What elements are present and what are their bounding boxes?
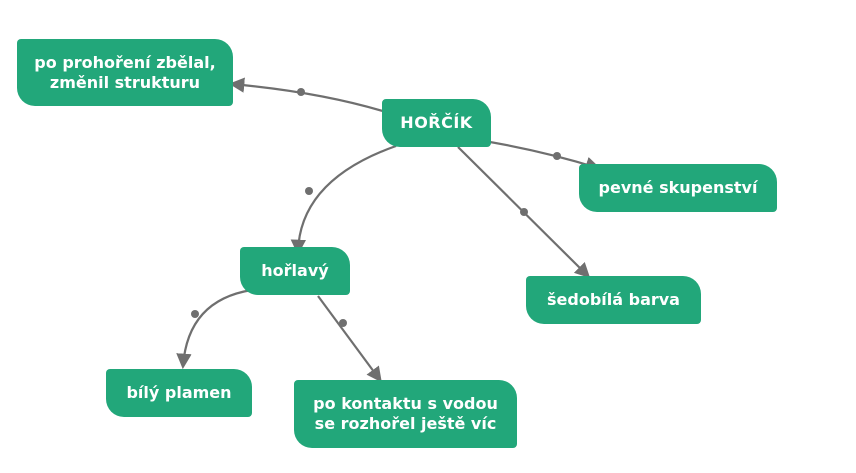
edge-dot-root-grayish (520, 208, 528, 216)
edge-dot-flammable-white-flame (191, 310, 199, 318)
edge-dot-flammable-water-contact (339, 319, 347, 327)
node-burned-changed-structure[interactable]: po prohoření zbělal, změnil strukturu (17, 39, 233, 106)
edge-flammable-to-water-contact (317, 295, 382, 383)
edge-dot-root-flammable (305, 187, 313, 195)
edge-dot-root-solid (553, 152, 561, 160)
node-root-magnesium[interactable]: HOŘČÍK (382, 99, 491, 147)
edge-root-to-burned (228, 77, 387, 114)
node-grayish-white-color[interactable]: šedobílá barva (526, 276, 701, 324)
edge-flammable-to-white-flame (176, 288, 253, 370)
node-flammable[interactable]: hořlavý (240, 247, 350, 295)
node-solid-state[interactable]: pevné skupenství (579, 164, 777, 212)
node-water-contact[interactable]: po kontaktu s vodou se rozhořel ještě ví… (294, 380, 517, 448)
edge-root-to-flammable (290, 144, 397, 256)
node-white-flame[interactable]: bílý plamen (106, 369, 252, 417)
edge-dot-root-burned (297, 88, 305, 96)
